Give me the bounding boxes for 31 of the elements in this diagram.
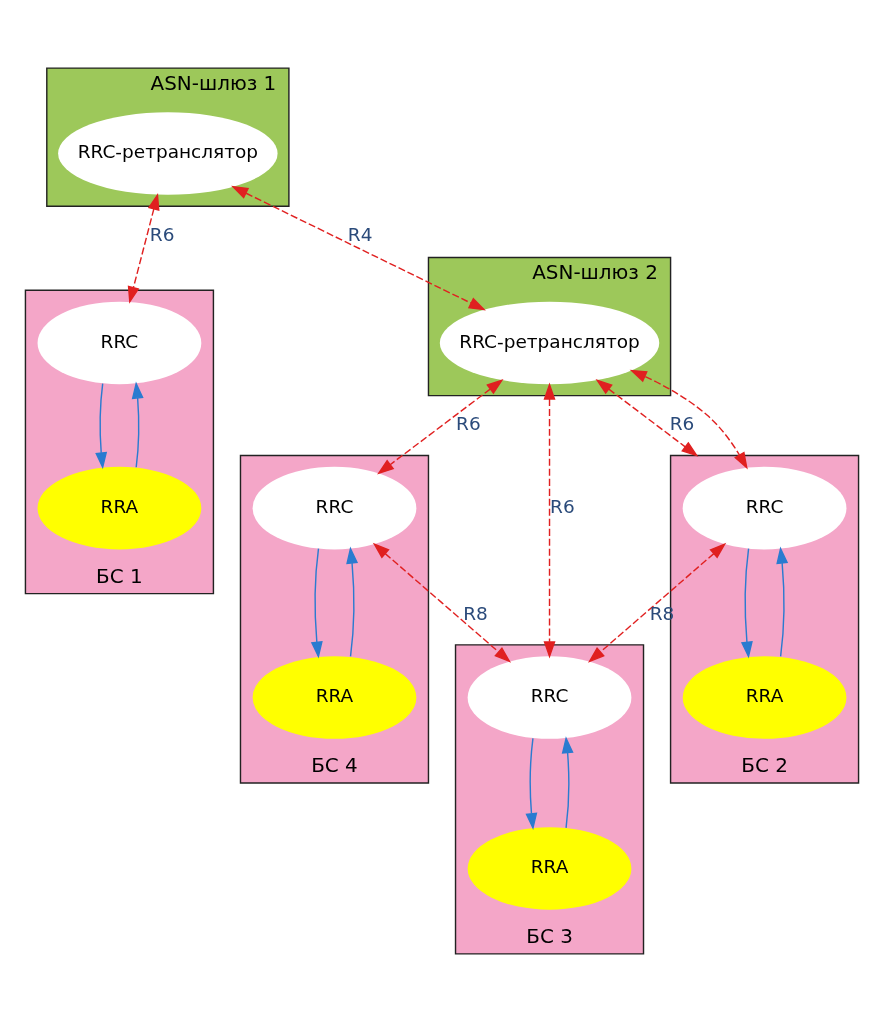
arrow bbox=[629, 369, 748, 469]
edge-label: R6 bbox=[456, 412, 481, 434]
edge-label: R6 bbox=[149, 223, 175, 245]
edge-label: R6 bbox=[550, 495, 575, 517]
arrow bbox=[231, 185, 486, 310]
node-ellipse: RRC bbox=[37, 301, 202, 384]
node-ellipse: RRA bbox=[37, 466, 202, 549]
node-ellipse: RRC bbox=[682, 466, 847, 549]
node-ellipse: RRA bbox=[467, 826, 632, 910]
arrow bbox=[595, 378, 699, 457]
arrow bbox=[776, 546, 789, 657]
node-ellipse: RRC bbox=[467, 655, 632, 739]
edge-label: R4 bbox=[347, 223, 373, 245]
arrow bbox=[346, 546, 359, 657]
arrow bbox=[95, 382, 108, 469]
arrow bbox=[525, 737, 538, 830]
edge-label: R6 bbox=[669, 412, 695, 434]
arrow bbox=[740, 547, 753, 659]
node-ellipse: RRC-ретранслятор bbox=[58, 111, 278, 195]
edge-label: R8 bbox=[463, 602, 488, 624]
arrow bbox=[377, 378, 504, 475]
node-ellipse: RRA bbox=[682, 655, 847, 739]
arrow bbox=[372, 542, 512, 663]
arrow bbox=[588, 542, 727, 663]
node-ellipse: RRC bbox=[252, 466, 417, 549]
arrow bbox=[561, 735, 574, 829]
arrow bbox=[127, 192, 160, 304]
node-ellipse: RRA bbox=[252, 655, 417, 739]
arrow bbox=[543, 382, 556, 658]
arrow bbox=[310, 547, 323, 659]
arrow bbox=[131, 381, 144, 468]
